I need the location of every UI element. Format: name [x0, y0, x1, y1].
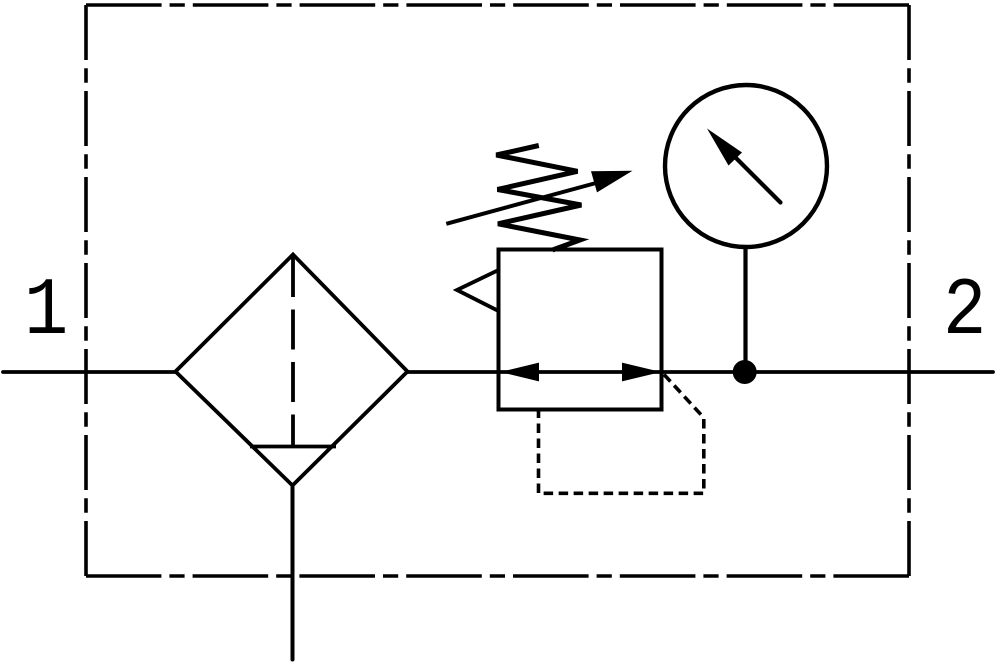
svg-text:1: 1 [24, 266, 68, 359]
svg-text:2: 2 [943, 266, 986, 358]
